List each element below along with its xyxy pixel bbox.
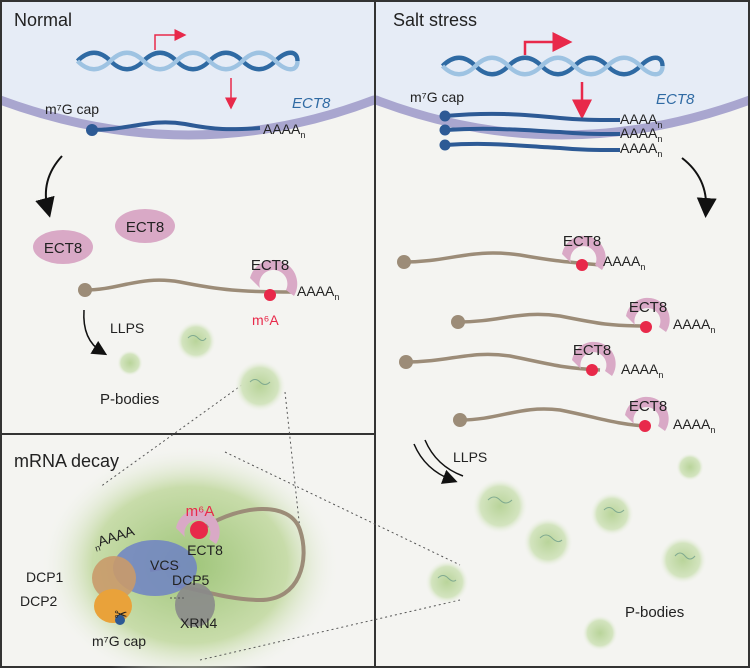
ect8-label-decay: ECT8 (187, 542, 223, 558)
mrna-nuclear-salt-2 (444, 126, 621, 136)
xrn4-protein (175, 583, 215, 627)
polya-label-normal: AAAAn (263, 121, 305, 140)
dcp1-label: DCP1 (26, 569, 64, 585)
panel-title-decay: mRNA decay (14, 451, 119, 471)
vcs-label: VCS (150, 557, 179, 573)
ect8-label-salt-1: ECT8 (563, 233, 601, 250)
m6a-dot-normal (264, 289, 276, 301)
pbody-normal-2 (117, 350, 143, 376)
cap-dot-cyto-salt-3 (399, 355, 413, 369)
dcp2-protein (94, 589, 132, 623)
pbody-squiggles (187, 335, 696, 582)
m6a-dot-salt-2 (640, 321, 652, 333)
cap-dot-decay (115, 615, 125, 625)
pbody-salt-3 (523, 517, 573, 567)
llps-label-normal: LLPS (110, 320, 144, 336)
pbody-salt-7 (582, 615, 618, 651)
cap-dot-cyto-salt-4 (453, 413, 467, 427)
mrna-nuclear-salt-1 (444, 111, 621, 122)
llps-label-salt: LLPS (453, 449, 487, 465)
cap-dot-salt-1 (439, 110, 451, 122)
mrna-cyto-normal (84, 278, 296, 294)
ect8-label-free-2: ECT8 (44, 240, 82, 257)
panel-title-salt: Salt stress (393, 10, 477, 30)
pbody-salt-4 (676, 453, 704, 481)
m6a-dot-salt-4 (639, 420, 651, 432)
llps-arrow-salt-2 (424, 439, 464, 477)
cap-dot-cyto-salt-2 (451, 315, 465, 329)
cap-label-decay: m⁷G cap (92, 633, 146, 649)
pbodies-label-normal: P-bodies (100, 391, 159, 408)
pbody-salt-2 (590, 492, 634, 536)
pbody-salt-5 (659, 536, 707, 584)
dcp1-protein (92, 556, 136, 600)
tss-arrow-normal (154, 29, 187, 50)
ect8-protein-free-1 (115, 209, 175, 243)
mrna-nuclear-salt-3 (444, 141, 621, 152)
panel-title-normal: Normal (14, 10, 72, 30)
m6a-label-decay: m⁶A (186, 503, 215, 520)
xrn4-label: XRN4 (180, 615, 218, 631)
tss-arrow-salt (523, 32, 573, 55)
m6a-dot-salt-1 (576, 259, 588, 271)
pbody-salt-1 (472, 478, 528, 534)
dcp2-label: DCP2 (20, 593, 58, 609)
ect8-label-salt-4: ECT8 (629, 398, 667, 415)
cap-dot-cyto-normal (78, 283, 92, 297)
polya-label-cyto-salt-3: AAAAn (621, 361, 663, 380)
gene-label-normal: ECT8 (292, 95, 331, 112)
ect8-protein-free-2 (33, 230, 93, 264)
ect8-label-salt-2: ECT8 (629, 299, 667, 316)
m6a-dot-salt-3 (586, 364, 598, 376)
cap-dot-cyto-salt-1 (397, 255, 411, 269)
polya-label-cyto-salt-2: AAAAn (673, 316, 715, 335)
ect8-label-bound-normal: ECT8 (251, 257, 289, 274)
polya-label-cyto-salt-4: AAAAn (673, 416, 715, 435)
ect8-label-salt-3: ECT8 (573, 342, 611, 359)
cap-dot-normal (86, 124, 98, 136)
m6a-label-normal: m⁶A (252, 312, 279, 328)
ect8-reader-decay (176, 509, 220, 544)
ect8-label-free-1: ECT8 (126, 219, 164, 236)
llps-arrow-salt-1 (413, 443, 458, 484)
polya-label-cyto-normal: AAAAn (297, 283, 339, 302)
mrna-loop-decay (174, 507, 306, 603)
mrna-cyto-salt-3 (405, 352, 601, 372)
mrna-cyto-salt-2 (457, 312, 651, 328)
zoom-line-2 (284, 391, 301, 531)
pbody-normal-1 (176, 321, 216, 361)
export-arrow-normal (35, 155, 63, 218)
gene-label-salt: ECT8 (656, 91, 695, 108)
cap-label-salt: m⁷G cap (410, 89, 464, 105)
polya-label-salt-1: AAAAn (620, 111, 662, 130)
ect8-reader-salt-2 (626, 297, 670, 332)
m6a-dot-decay (190, 521, 208, 539)
polya-label-salt-2: AAAAn (620, 125, 662, 144)
ect8-reader-normal (250, 259, 298, 296)
scissors-icon: ✂ (114, 607, 127, 624)
mrna-nuclear-normal (91, 120, 261, 132)
nucleus-region-salt (376, 0, 750, 138)
llps-arrow-normal (83, 309, 108, 356)
pbodies-label-salt: P-bodies (625, 604, 684, 621)
cap-label-normal: m⁷G cap (45, 101, 99, 117)
pbody-salt-6 (425, 560, 469, 604)
zoom-line-3 (224, 451, 461, 566)
pbody-normal-3 (234, 360, 286, 412)
export-arrow-salt (681, 157, 717, 218)
mrna-cyto-salt-1 (403, 251, 601, 267)
cap-dot-salt-3 (439, 139, 451, 151)
mrna-cyto-salt-4 (459, 407, 646, 428)
ect8-reader-salt-3 (572, 341, 616, 376)
nuclear-membrane-salt (371, 95, 750, 140)
nuclear-membrane-normal (0, 95, 379, 140)
polya-label-salt-3: AAAAn (620, 140, 662, 159)
dcp5-label: DCP5 (172, 572, 210, 588)
ect8-reader-salt-4 (625, 396, 669, 431)
ect8-reader-salt-1 (562, 235, 606, 270)
polya-label-cyto-salt-1: AAAAn (603, 253, 645, 272)
cap-dot-salt-2 (439, 124, 451, 136)
